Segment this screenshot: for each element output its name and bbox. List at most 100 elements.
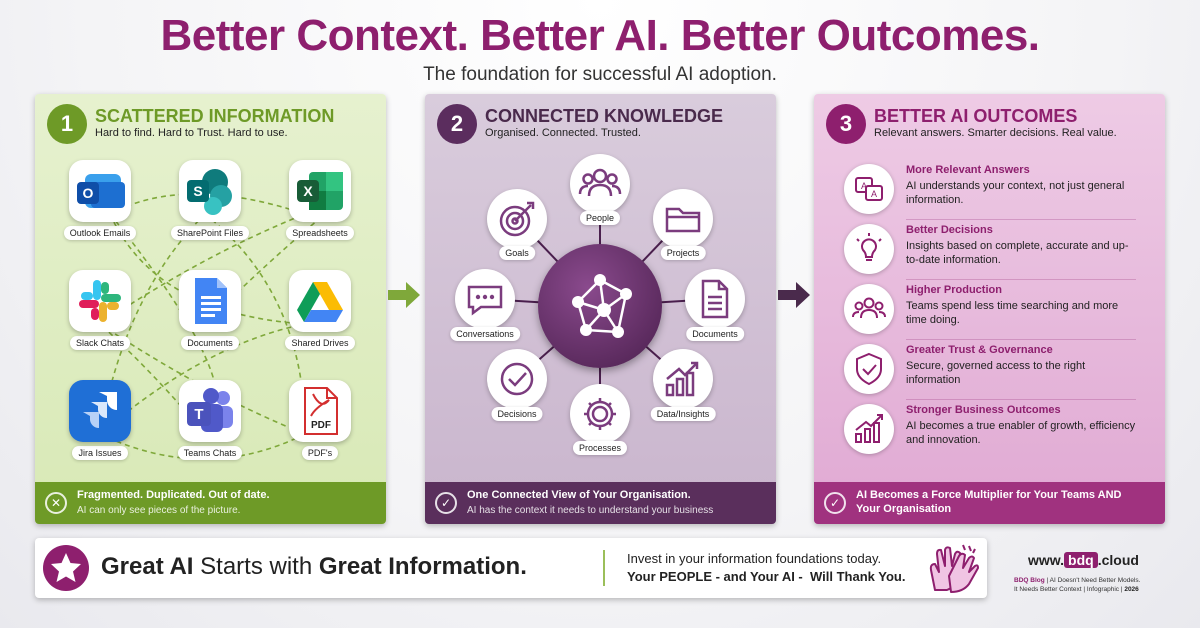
outcome-description: Insights based on complete, accurate and…	[906, 240, 1129, 266]
x-circle-icon: ✕	[45, 492, 67, 514]
google-drive-icon	[289, 270, 351, 332]
pdf-icon: PDF	[289, 380, 351, 442]
node-label: Data/Insights	[650, 407, 716, 421]
star-icon	[43, 545, 89, 591]
outcome-title: Better Decisions	[906, 224, 993, 236]
page-subtitle: The foundation for successful AI adoptio…	[423, 64, 777, 85]
growth-chart-icon	[844, 404, 894, 454]
arrow-right-icon	[778, 282, 810, 308]
tile-slack-chats: Slack Chats	[45, 270, 155, 360]
chart-icon	[665, 361, 699, 397]
clapping-hands-icon	[929, 544, 979, 593]
tile-label: Spreadsheets	[286, 226, 354, 240]
excel-icon: X	[289, 160, 351, 222]
target-icon	[499, 201, 535, 237]
outcome-title: Higher Production	[906, 284, 1002, 296]
footer-text: AI can only see pieces of the picture.	[77, 505, 241, 516]
panel-footer: ✕ Fragmented. Duplicated. Out of date. A…	[35, 482, 386, 524]
outcome-item: Greater Trust & Governance Secure, gover…	[844, 340, 1154, 400]
panel-title: CONNECTED KNOWLEDGE	[485, 106, 723, 126]
svg-text:T: T	[194, 406, 203, 423]
footer-headline: AI Becomes a Force Multiplier for Your T…	[856, 489, 1122, 515]
caption-bold: BDQ Blog	[1014, 577, 1045, 584]
node-label: People	[579, 211, 621, 225]
node-conversations	[455, 269, 515, 329]
brand-block: www.bdq.cloud BDQ Blog | AI Doesn't Need…	[1000, 552, 1190, 594]
outcome-item: Higher Production Teams spend less time …	[844, 280, 1154, 340]
sharepoint-icon: S	[179, 160, 241, 222]
check-circle-icon: ✓	[824, 492, 846, 514]
tile-spreadsheets: X Spreadsheets	[265, 160, 375, 250]
google-docs-icon	[179, 270, 241, 332]
svg-text:S: S	[193, 183, 202, 199]
caption-year: 2026	[1124, 586, 1139, 593]
outcome-item: Better Decisions Insights based on compl…	[844, 220, 1154, 280]
tile-label: Teams Chats	[177, 446, 243, 460]
banner-line-2-bold: Your PEOPLE - and Your AI - Will Thank Y…	[627, 569, 906, 584]
caption-line-2: It Needs Better Context | Infographic |	[1014, 586, 1125, 593]
slack-icon	[69, 270, 131, 332]
panel-title: BETTER AI OUTCOMES	[874, 106, 1078, 126]
banner-line-1: Invest in your information foundations t…	[627, 551, 882, 566]
outlook-icon: O	[69, 160, 131, 222]
brand-caption: BDQ Blog | AI Doesn't Need Better Models…	[1014, 576, 1190, 594]
node-label: Projects	[660, 246, 706, 260]
check-circle-icon: ✓	[435, 492, 457, 514]
node-people	[570, 154, 630, 214]
step-number-badge: 3	[826, 104, 866, 144]
jira-icon	[69, 380, 131, 442]
footer-headline: Fragmented. Duplicated. Out of date.	[77, 489, 270, 501]
bottom-banner: Great AI Starts with Great Information. …	[35, 538, 987, 598]
headline-bold-1: Great AI	[101, 553, 194, 580]
outcome-description: Teams spend less time searching and more…	[906, 300, 1119, 326]
tile-label: Slack Chats	[69, 336, 131, 350]
tile-label: Documents	[181, 336, 239, 350]
panel-subtitle: Hard to find. Hard to Trust. Hard to use…	[95, 127, 288, 139]
tile-label: Outlook Emails	[63, 226, 137, 240]
shield-icon	[844, 344, 894, 394]
tile-sharepoint-files: S SharePoint Files	[155, 160, 265, 250]
panel-title: SCATTERED INFORMATION	[95, 106, 335, 126]
tile-pdfs: PDF PDF's	[265, 380, 375, 470]
footer-text: AI has the context it needs to understan…	[467, 505, 714, 516]
panel-subtitle: Relevant answers. Smarter decisions. Rea…	[874, 127, 1117, 139]
panel-better-ai-outcomes: 3 BETTER AI OUTCOMES Relevant answers. S…	[814, 94, 1165, 524]
arrow-right-icon	[388, 282, 420, 308]
check-icon	[500, 362, 534, 396]
footer-headline: One Connected View of Your Organisation.	[467, 489, 691, 501]
tile-teams-chats: T Teams Chats	[155, 380, 265, 470]
teams-icon: T	[179, 380, 241, 442]
lightbulb-icon	[844, 224, 894, 274]
document-icon	[701, 279, 729, 319]
svg-text:PDF: PDF	[311, 420, 331, 431]
gear-icon	[584, 398, 616, 430]
outcome-description: Secure, governed access to the right inf…	[906, 360, 1086, 386]
svg-text:A: A	[861, 181, 867, 191]
tile-documents: Documents	[155, 270, 265, 360]
outcome-title: More Relevant Answers	[906, 164, 1030, 176]
node-goals	[487, 189, 547, 249]
banner-line-2: Your PEOPLE - and Your AI - Will Thank Y…	[627, 568, 905, 586]
central-network-hub	[538, 244, 662, 368]
step-number-badge: 2	[437, 104, 477, 144]
folder-icon	[665, 207, 701, 233]
outcome-title: Greater Trust & Governance	[906, 344, 1053, 356]
tile-label: SharePoint Files	[170, 226, 250, 240]
node-data-insights	[653, 349, 713, 409]
panel-subtitle: Organised. Connected. Trusted.	[485, 127, 641, 139]
headline-bold-2: Great Information.	[318, 553, 527, 580]
svg-text:A: A	[871, 189, 877, 199]
outcome-item: Stronger Business Outcomes AI becomes a …	[844, 400, 1154, 460]
banner-headline: Great AI Starts with Great Information.	[101, 553, 527, 581]
outcome-title: Stronger Business Outcomes	[906, 404, 1061, 416]
banner-divider	[603, 550, 605, 586]
panel-scattered-information: 1 SCATTERED INFORMATION Hard to find. Ha…	[35, 94, 386, 524]
tile-shared-drives: Shared Drives	[265, 270, 375, 360]
tile-outlook-emails: O Outlook Emails	[45, 160, 155, 250]
page-title: Better Context. Better AI. Better Outcom…	[160, 11, 1040, 60]
tile-label: PDF's	[301, 446, 339, 460]
tile-label: Shared Drives	[285, 336, 355, 350]
banner-text: Invest in your information foundations t…	[627, 550, 905, 586]
outcome-description: AI understands your context, not just ge…	[906, 180, 1125, 206]
divider	[906, 399, 1136, 400]
